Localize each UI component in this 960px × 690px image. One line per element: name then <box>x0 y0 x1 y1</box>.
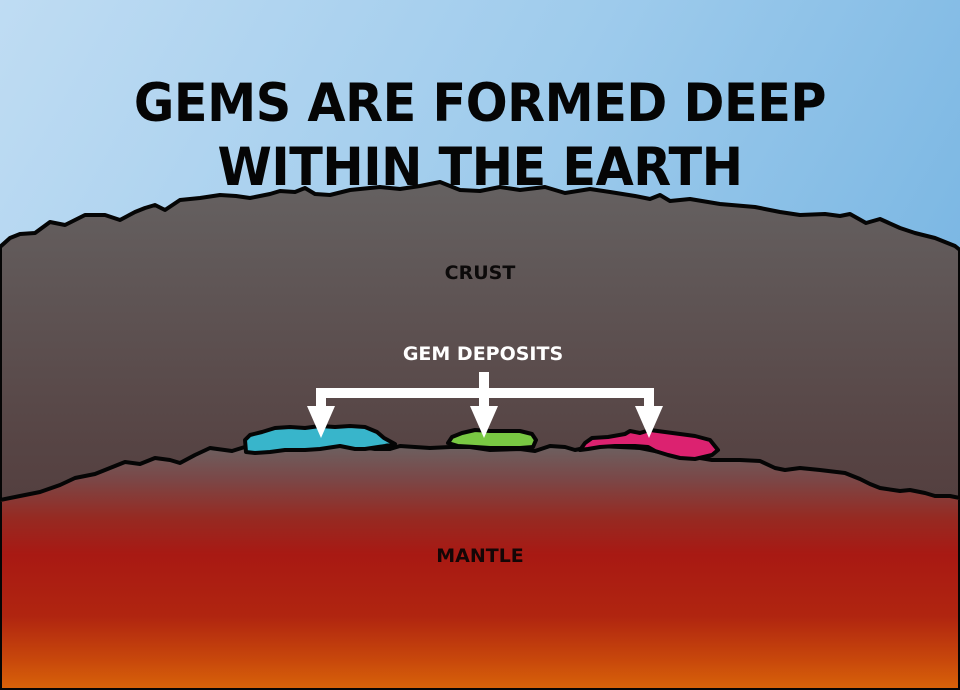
gem-deposits-label: GEM DEPOSITS <box>402 343 564 365</box>
arrow-head-center-icon <box>470 406 498 438</box>
mantle-label: MANTLE <box>436 545 524 567</box>
gem-deposit-blue <box>243 424 397 455</box>
arrow-horizontal-bar <box>316 388 654 398</box>
arrow-head-right-icon <box>635 406 663 438</box>
crust-label: CRUST <box>444 262 516 284</box>
arrow-right-stem <box>644 388 654 408</box>
arrow-left-stem <box>316 388 326 408</box>
gem-deposit-pink <box>578 428 720 461</box>
title-line-1: GEMS ARE FORMED DEEP <box>133 72 827 134</box>
gem-deposits-arrows <box>307 372 663 438</box>
page-title: GEMS ARE FORMED DEEP WITHIN THE EARTH <box>34 72 927 200</box>
title-line-2: WITHIN THE EARTH <box>217 136 743 198</box>
arrow-head-left-icon <box>307 406 335 438</box>
mantle-layer <box>0 442 960 690</box>
gem-deposit-green <box>446 428 538 450</box>
